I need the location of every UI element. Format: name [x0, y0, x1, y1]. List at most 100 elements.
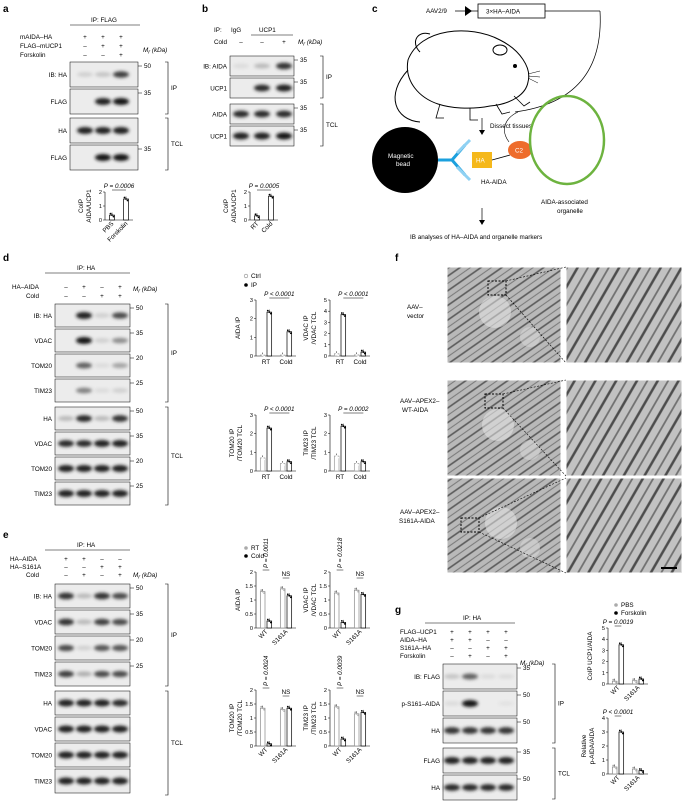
- ip-bracket-label: IP: [171, 85, 177, 92]
- panel-letter-d: d: [3, 253, 9, 264]
- sign-plus: +: [83, 34, 87, 41]
- data-point: [286, 593, 289, 596]
- blot-band: [58, 670, 74, 678]
- sign-minus: –: [504, 637, 508, 644]
- data-point: [261, 707, 264, 710]
- blot-band: [95, 127, 111, 134]
- data-point: [337, 707, 340, 710]
- blot-band: [444, 674, 460, 679]
- x-tick-label: WT: [332, 628, 344, 640]
- data-point: [340, 423, 343, 426]
- blot-band: [94, 592, 110, 600]
- blot-band: [76, 593, 92, 599]
- sign-minus: –: [83, 43, 87, 50]
- y-axis-label: Relative: [581, 734, 588, 757]
- blot-band: [76, 387, 92, 394]
- y-tick-label: 0: [99, 218, 102, 224]
- data-point: [363, 462, 366, 465]
- y-axis-label: VDAC IP: [303, 315, 310, 340]
- sign-minus: –: [118, 556, 122, 563]
- data-point: [342, 738, 345, 740]
- marker-label: 25: [136, 663, 144, 670]
- legend-d: Ctrl IP: [243, 273, 261, 289]
- data-point: [632, 678, 635, 681]
- y-tick-label: 3: [324, 320, 327, 326]
- marker-label: 50: [523, 776, 531, 783]
- data-point: [355, 353, 358, 356]
- y-axis-label: CoIP: [78, 199, 85, 213]
- y-tick-label: 2: [324, 688, 327, 694]
- blot-label: HA: [431, 785, 441, 792]
- p-value: P = 0.0011: [263, 538, 270, 568]
- data-point: [635, 769, 638, 772]
- bracket: [320, 103, 324, 147]
- bar-wt-forskolin: [618, 731, 625, 775]
- bar-rt-ip: [340, 425, 347, 472]
- sign-minus: –: [64, 284, 68, 291]
- y-tick-label: 0: [250, 744, 253, 750]
- blot-band: [76, 312, 92, 319]
- panel-c: AAV2/9 3×HA–AIDA Dissect tissues Magneti…: [372, 3, 606, 241]
- y-axis-label: CoIP: [223, 199, 230, 213]
- x-tick-label: WT: [610, 774, 622, 786]
- blot-band: [113, 127, 129, 134]
- blot-band: [94, 699, 110, 707]
- x-tick-label: WT: [332, 746, 344, 758]
- ucp1-label: UCP1: [259, 27, 276, 34]
- data-point: [342, 425, 345, 428]
- blot-label: VDAC: [35, 620, 53, 627]
- bar-s161a-rt: [353, 589, 360, 629]
- data-point: [109, 212, 112, 215]
- bar-s161a-rt: [353, 713, 360, 747]
- data-point: [635, 681, 638, 684]
- x-tick-label: RT: [262, 474, 270, 481]
- data-point: [280, 707, 283, 709]
- bead-label-2: bead: [396, 161, 411, 168]
- f-row3-line1: AAV–APEX2–: [400, 509, 440, 516]
- blot-band: [444, 727, 460, 734]
- sign-plus: +: [64, 556, 68, 563]
- blot-band: [94, 777, 110, 785]
- y-tick-label: 3: [324, 413, 327, 419]
- blot-band: [276, 84, 292, 92]
- marker-label: 35: [300, 127, 308, 134]
- y-tick-label: 0.5: [245, 612, 253, 618]
- row-label-ha-aida-d: HA–AIDA: [12, 284, 40, 291]
- sign-plus: +: [486, 629, 490, 636]
- x-tick-label: RT: [336, 359, 344, 366]
- blot-ib-ha: [54, 303, 131, 328]
- data-point: [281, 354, 284, 356]
- data-point: [263, 592, 266, 594]
- f-row2-line1: AAV–APEX2–: [400, 398, 440, 405]
- marker-label: 50: [136, 408, 144, 415]
- data-point: [288, 594, 291, 597]
- blot-band: [233, 63, 249, 69]
- f-row1-line1: AAV–: [407, 304, 423, 311]
- y-axis-label: CoIP UCP1/AIDA: [587, 631, 594, 681]
- bar-rt-ip: [266, 311, 273, 357]
- sign-minus: –: [82, 564, 86, 571]
- blot-band: [112, 699, 128, 707]
- data-point: [269, 312, 272, 315]
- x-tick-label: S161A: [623, 684, 642, 703]
- data-point: [342, 621, 345, 624]
- ip-ha-header-e: IP: HA: [77, 542, 96, 549]
- data-point: [289, 596, 292, 599]
- x-tick-label: RT: [250, 220, 261, 231]
- data-point: [638, 676, 641, 679]
- data-point: [613, 680, 616, 683]
- y-axis-label: /TOM20 TCL: [237, 699, 244, 736]
- blot-tim23: [54, 378, 131, 403]
- blot-band: [112, 465, 128, 472]
- mr-kda-label-b: Mr (kDa): [298, 39, 322, 48]
- sign-minus: –: [101, 52, 105, 59]
- y-tick-label: 0.5: [245, 730, 253, 736]
- blot-label: TIM23: [34, 672, 52, 679]
- blot-band: [77, 127, 93, 134]
- blot-band: [276, 62, 292, 70]
- blot-band: [113, 97, 129, 106]
- marker-label: 50: [144, 63, 152, 70]
- data-point: [283, 589, 286, 592]
- em-image-zoom: [565, 379, 683, 477]
